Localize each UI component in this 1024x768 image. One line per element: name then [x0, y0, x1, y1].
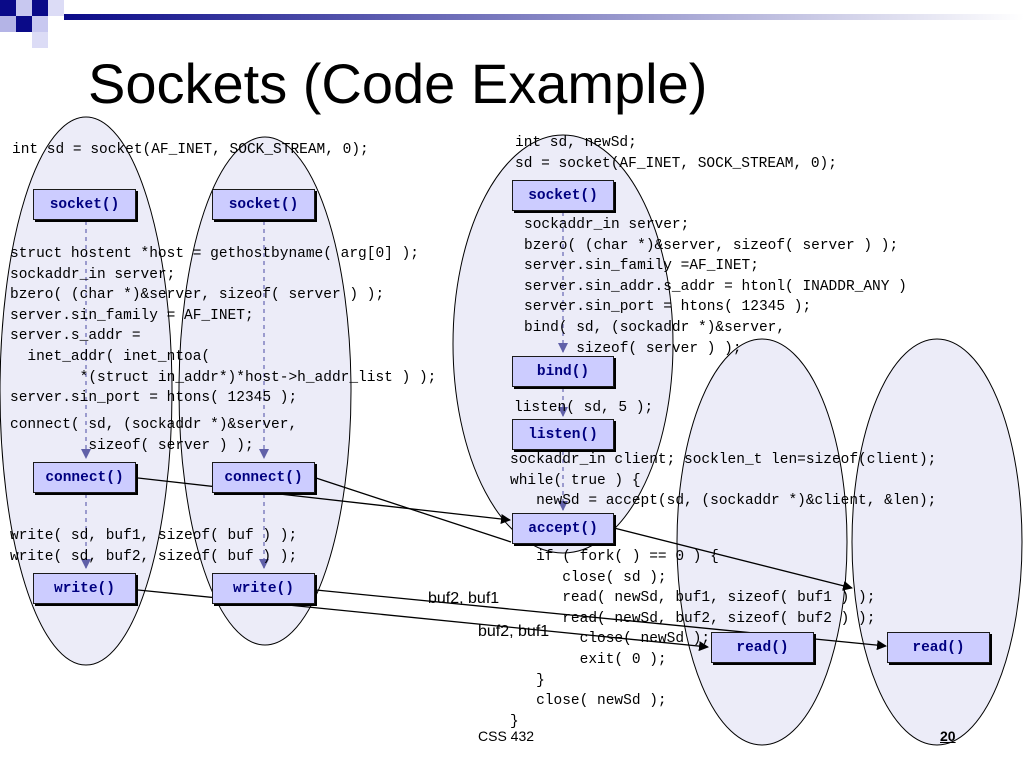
server-code-bind: sockaddr_in server; bzero( (char *)&serv…	[524, 217, 907, 357]
accept-fork-arrow	[613, 527, 853, 591]
server-code-listen: listen( sd, 5 );	[514, 400, 654, 416]
server-code-accept: sockaddr_in client; socklen_t len=sizeof…	[510, 452, 937, 510]
read-box: read()	[887, 632, 990, 663]
bind-box: bind()	[512, 356, 614, 387]
write-box: write()	[212, 573, 315, 604]
socket-box: socket()	[512, 180, 614, 211]
server-code-fork: if ( fork( ) == 0 ) { close( sd ); read(…	[510, 549, 876, 730]
connect-box: connect()	[212, 462, 315, 493]
read-box: read()	[711, 632, 814, 663]
write-box: write()	[33, 573, 136, 604]
footer-course: CSS 432	[478, 728, 535, 744]
client-ellipse-2	[178, 136, 352, 646]
accept-box: accept()	[512, 513, 614, 544]
child-ellipse-2	[851, 338, 1023, 746]
title-gradient-bar	[64, 14, 1024, 20]
listen-box: listen()	[512, 419, 614, 450]
client-code-setup: struct hostent *host = gethostbyname( ar…	[10, 246, 437, 407]
socket-box: socket()	[212, 189, 315, 220]
client-code-socket: int sd = socket(AF_INET, SOCK_STREAM, 0)…	[12, 142, 369, 158]
connect-arrow-1	[137, 477, 511, 524]
arrow-label: buf2, buf1	[428, 590, 500, 607]
page-title: Sockets (Code Example)	[88, 52, 708, 115]
connect-box: connect()	[33, 462, 136, 493]
server-code-socket: int sd, newSd; sd = socket(AF_INET, SOCK…	[515, 135, 837, 172]
client-code-write: write( sd, buf1, sizeof( buf ) ); write(…	[10, 528, 298, 565]
client-code-connect: connect( sd, (sockaddr *)&server, sizeof…	[10, 417, 298, 454]
socket-box: socket()	[33, 189, 136, 220]
page-number: 20	[940, 728, 956, 744]
connect-arrow-2	[315, 477, 512, 543]
arrow-label: buf2, buf1	[478, 623, 550, 640]
